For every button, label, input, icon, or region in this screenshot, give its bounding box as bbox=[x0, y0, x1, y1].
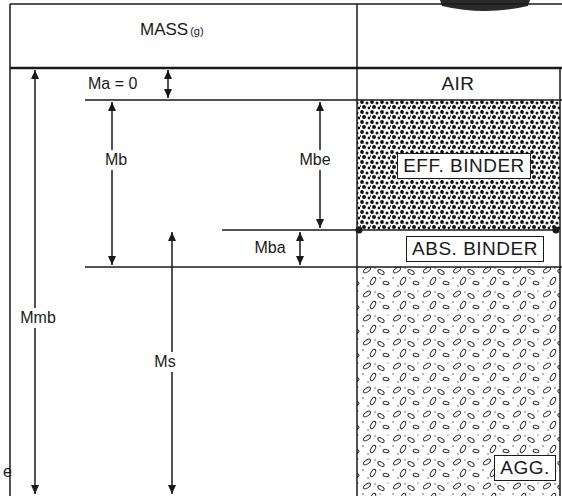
phase-label: AGG. bbox=[494, 455, 556, 482]
mass-label: Mbe bbox=[297, 150, 332, 170]
mass-label: Ma = 0 bbox=[88, 75, 137, 93]
axis-title: MASS bbox=[140, 21, 188, 40]
aggregate-fill bbox=[357, 267, 560, 496]
mass-label: Ms bbox=[152, 352, 177, 372]
unit-label: (g) bbox=[190, 25, 203, 37]
phase-label: AIR bbox=[441, 74, 474, 95]
absorbed-binder-phase: ABS. BINDER bbox=[358, 231, 559, 267]
effective-binder-phase: EFF. BINDER bbox=[358, 101, 559, 230]
boundary-dot bbox=[356, 227, 363, 234]
mass-label: Mba bbox=[254, 239, 285, 257]
aggregate-phase: AGG. bbox=[358, 268, 559, 496]
dimension-arrows bbox=[35, 70, 320, 494]
boundary-dot bbox=[553, 227, 560, 234]
cropped-shape bbox=[440, 0, 530, 11]
binder-fill bbox=[357, 100, 560, 230]
cropped-letter: e bbox=[3, 463, 12, 481]
mass-label: Mb bbox=[103, 150, 129, 170]
frame-lines bbox=[10, 4, 562, 496]
air-phase: AIR bbox=[358, 69, 559, 100]
mass-label: Mmb bbox=[18, 308, 58, 328]
phase-label: ABS. BINDER bbox=[406, 236, 544, 263]
phase-label: EFF. BINDER bbox=[397, 153, 531, 180]
